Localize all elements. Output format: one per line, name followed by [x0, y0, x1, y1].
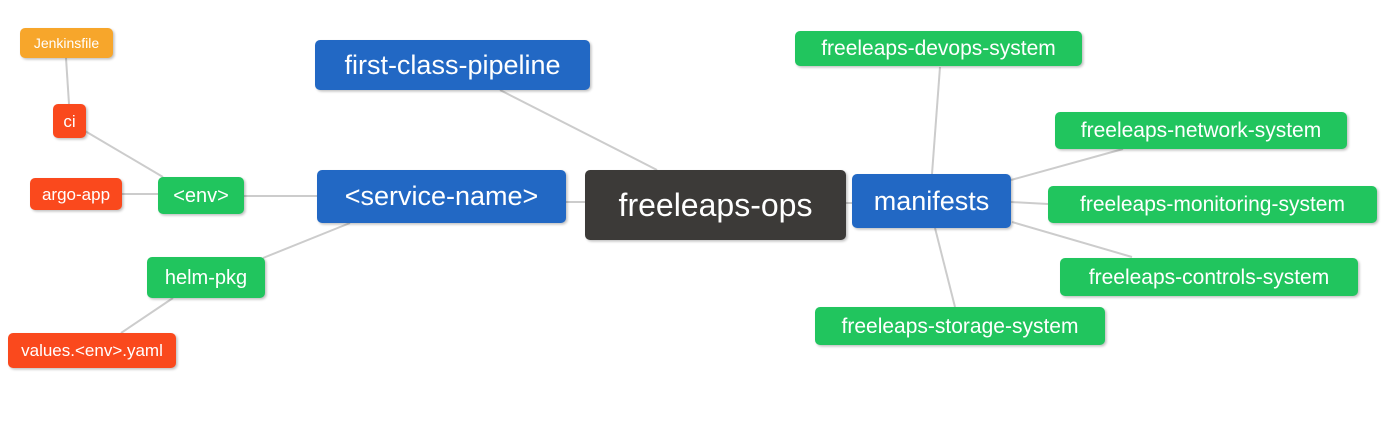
node-label: argo-app [41, 184, 111, 204]
node-label: first-class-pipeline [344, 49, 561, 80]
edge-manifests-to-controls-system [1011, 221, 1133, 258]
node-label: Jenkinsfile [33, 35, 100, 51]
node-manifests[interactable]: manifests [852, 174, 1011, 228]
node-label: freeleaps-ops [618, 187, 813, 223]
node-label: ci [63, 111, 76, 131]
node-jenkinsfile[interactable]: Jenkinsfile [20, 28, 113, 58]
node-label: manifests [873, 185, 990, 216]
node-label: freeleaps-devops-system [821, 37, 1056, 60]
edge-manifests-to-network-system [1010, 148, 1124, 181]
node-freeleaps-ops[interactable]: freeleaps-ops [585, 170, 846, 240]
node-service-name[interactable]: <service-name> [317, 170, 566, 223]
node-devops-system[interactable]: freeleaps-devops-system [795, 31, 1082, 66]
node-label: values.<env>.yaml [21, 341, 163, 360]
node-values-env-yaml[interactable]: values.<env>.yaml [8, 333, 176, 368]
edge-manifests-to-storage-system [934, 227, 956, 308]
node-ci[interactable]: ci [53, 104, 86, 138]
node-controls-system[interactable]: freeleaps-controls-system [1060, 258, 1358, 296]
edge-helm-pkg-to-values-env-yaml [120, 297, 174, 334]
edge-jenkinsfile-to-ci [65, 57, 70, 105]
edge-manifests-to-monitoring-system [1010, 201, 1049, 205]
edge-manifests-to-devops-system [931, 66, 941, 175]
node-monitoring-system[interactable]: freeleaps-monitoring-system [1048, 186, 1377, 223]
node-label: <service-name> [344, 181, 539, 211]
node-label: helm-pkg [164, 266, 248, 289]
node-label: freeleaps-network-system [1080, 119, 1322, 142]
node-storage-system[interactable]: freeleaps-storage-system [815, 307, 1105, 345]
node-first-class-pipeline[interactable]: first-class-pipeline [315, 40, 590, 90]
node-env[interactable]: <env> [158, 177, 244, 214]
edge-service-name-to-helm-pkg [262, 222, 351, 259]
node-label: freeleaps-storage-system [841, 314, 1079, 338]
node-label: freeleaps-monitoring-system [1080, 193, 1345, 216]
node-label: freeleaps-controls-system [1088, 265, 1330, 289]
edge-ci-to-env [84, 130, 164, 178]
node-label: <env> [173, 184, 229, 207]
edge-first-class-pipeline-to-freeleaps-ops [499, 89, 658, 171]
node-helm-pkg[interactable]: helm-pkg [147, 257, 265, 298]
node-network-system[interactable]: freeleaps-network-system [1055, 112, 1347, 149]
node-argo-app[interactable]: argo-app [30, 178, 122, 210]
